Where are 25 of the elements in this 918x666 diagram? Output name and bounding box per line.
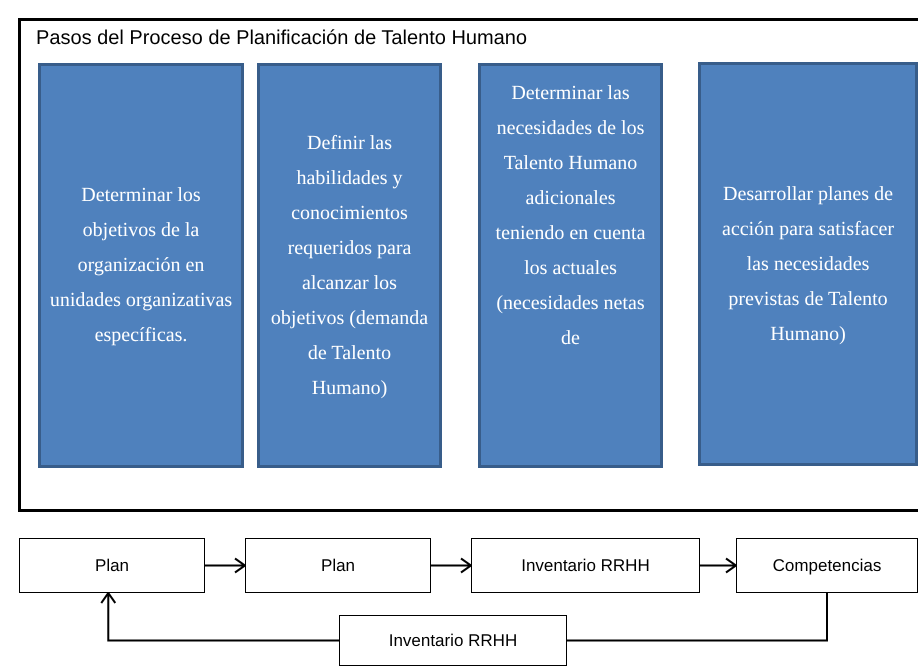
process-box <box>245 538 431 593</box>
step-box <box>38 63 244 468</box>
process-box <box>19 538 205 593</box>
process-box <box>339 615 567 666</box>
box-text: Plan <box>320 556 356 576</box>
box-text: Plan <box>94 556 130 576</box>
panel-frame <box>18 18 918 512</box>
box-text: Determinar los objetivos de la organización en unidades organizativas específicas. <box>48 183 234 348</box>
box-text: Definir las habilidades y conocimientos requeridos para alcanzar los objetivos (demanda de Talento Humano) <box>270 130 430 400</box>
box-text: Inventario RRHH <box>388 630 518 650</box>
step-box <box>478 63 663 468</box>
arrow <box>205 558 246 574</box>
process-box <box>736 538 918 593</box>
box-text: Desarrollar planes de acción para satisfacer las necesidades previstas de Talento Humano) <box>720 182 896 346</box>
step-box <box>257 63 442 468</box>
box-text: Competencias <box>772 556 882 576</box>
arrow <box>431 558 472 574</box>
panel-title: Pasos del Proceso de Planificación de Talento Humano <box>36 27 528 50</box>
arrow <box>100 592 339 642</box>
box-text: Determinar las necesidades de los Talento Humano adicionales teniendo en cuenta los actuales (necesidades netas de <box>494 81 646 351</box>
connector-line <box>567 593 828 642</box>
step-box <box>698 62 918 466</box>
arrow <box>700 558 737 574</box>
process-box <box>471 538 700 593</box>
box-text: Inventario RRHH <box>521 556 650 576</box>
